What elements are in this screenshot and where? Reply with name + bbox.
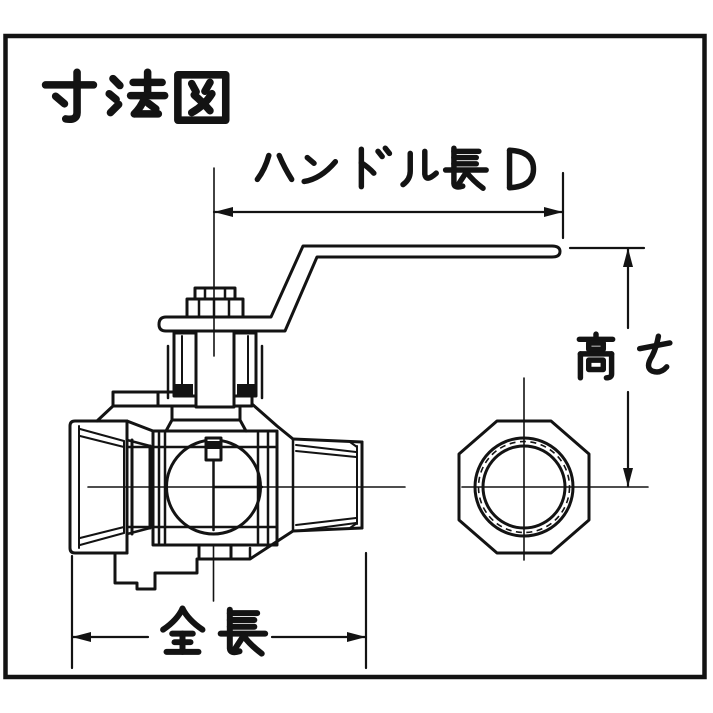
overall-length-label (160, 605, 269, 657)
valve-side-view (68, 167, 562, 602)
border-frame (3, 33, 707, 680)
handle (157, 244, 562, 333)
stem-nut (185, 286, 245, 319)
drain-boss (197, 543, 233, 561)
right-male-end (291, 437, 364, 533)
bore-and-seats (125, 431, 279, 545)
packing-right (237, 384, 255, 396)
end-view-centerlines (461, 377, 649, 561)
dim-handle-length (212, 145, 565, 240)
left-socket-end (68, 419, 129, 555)
arrow-down (623, 468, 633, 487)
page-title (41, 68, 230, 124)
handle-length-label (254, 145, 537, 191)
height-label (576, 331, 673, 381)
valve-body (95, 402, 295, 547)
dim-overall-length (70, 551, 368, 670)
arrow-right (544, 207, 563, 217)
arrow-left (72, 632, 91, 642)
arrow-left (214, 207, 233, 217)
arrow-up (623, 248, 633, 267)
packing-left (175, 384, 193, 396)
dim-height (568, 246, 673, 488)
bottom-boss (113, 529, 295, 591)
arrow-right (347, 632, 366, 642)
stem-and-gland (166, 329, 264, 409)
stem (194, 329, 236, 409)
valve-end-view (457, 377, 649, 561)
side-view-centerlines (87, 167, 406, 602)
